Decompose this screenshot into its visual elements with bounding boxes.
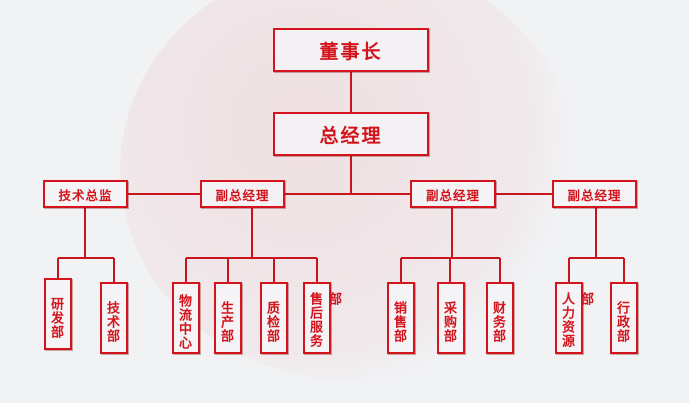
general-manager-box: 总经理 bbox=[273, 112, 429, 156]
dept-logistics: 物流中心 bbox=[172, 282, 200, 354]
dept-after-sales: 售后服务部 bbox=[303, 282, 341, 354]
vice-gm-box-1: 副总经理 bbox=[200, 180, 285, 208]
tech-director-box: 技术总监 bbox=[43, 180, 128, 208]
vice-gm-box-3: 副总经理 bbox=[552, 180, 637, 208]
dept-admin: 行政部 bbox=[610, 282, 638, 354]
dept-production: 生产部 bbox=[214, 282, 242, 354]
dept-finance: 财务部 bbox=[486, 282, 514, 354]
dept-sales: 销售部 bbox=[387, 282, 415, 354]
dept-hr: 人力资源部 bbox=[555, 282, 593, 354]
dept-qc: 质检部 bbox=[260, 282, 288, 354]
chairman-box: 董事长 bbox=[273, 28, 429, 72]
dept-rd: 研发部 bbox=[44, 278, 72, 350]
vice-gm-box-2: 副总经理 bbox=[410, 180, 496, 208]
dept-purchasing: 采购部 bbox=[437, 282, 465, 354]
dept-tech: 技术部 bbox=[100, 282, 128, 354]
